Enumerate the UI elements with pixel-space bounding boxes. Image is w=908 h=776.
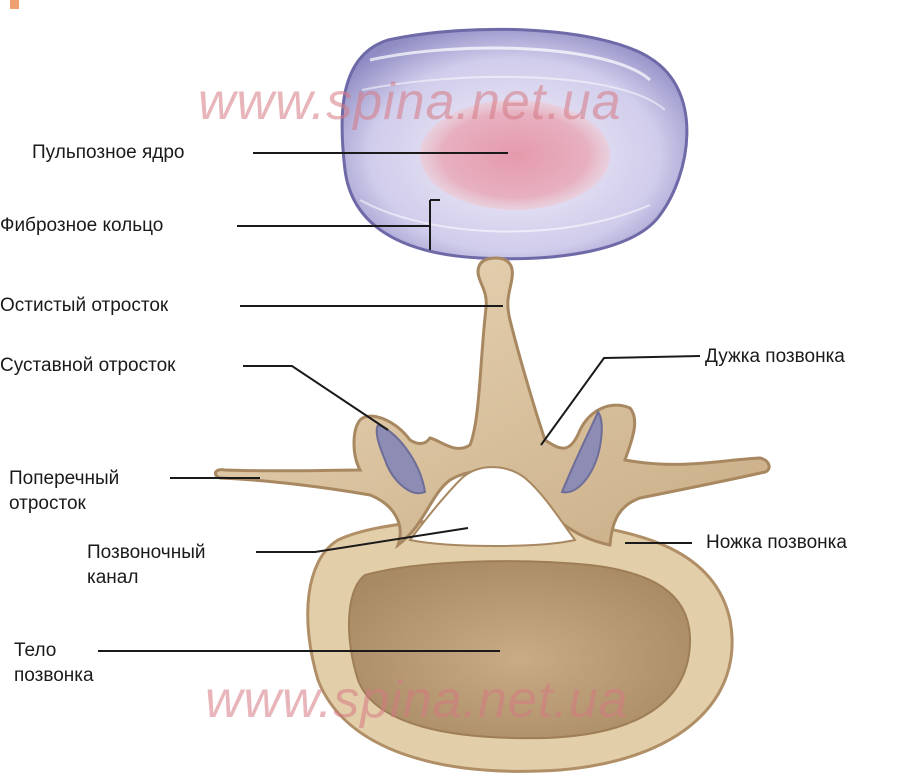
label-transverse-process: Поперечный отросток	[9, 466, 119, 516]
label-spinal-canal: Позвоночный канал	[87, 540, 205, 590]
watermark-bottom: www.spina.net.ua	[205, 670, 629, 730]
label-nucleus-pulposus: Пульпозное ядро	[32, 140, 185, 165]
label-articular-process: Суставной отросток	[0, 353, 175, 378]
label-annulus-fibrosus: Фиброзное кольцо	[0, 213, 163, 238]
label-vertebral-body: Тело позвонка	[14, 638, 94, 688]
watermark-top: www.spina.net.ua	[198, 72, 622, 132]
intervertebral-disc	[342, 29, 687, 258]
label-vertebral-pedicle: Ножка позвонка	[706, 530, 847, 555]
label-spinous-process: Остистый отросток	[0, 293, 168, 318]
label-vertebral-lamina: Дужка позвонка	[705, 344, 845, 369]
